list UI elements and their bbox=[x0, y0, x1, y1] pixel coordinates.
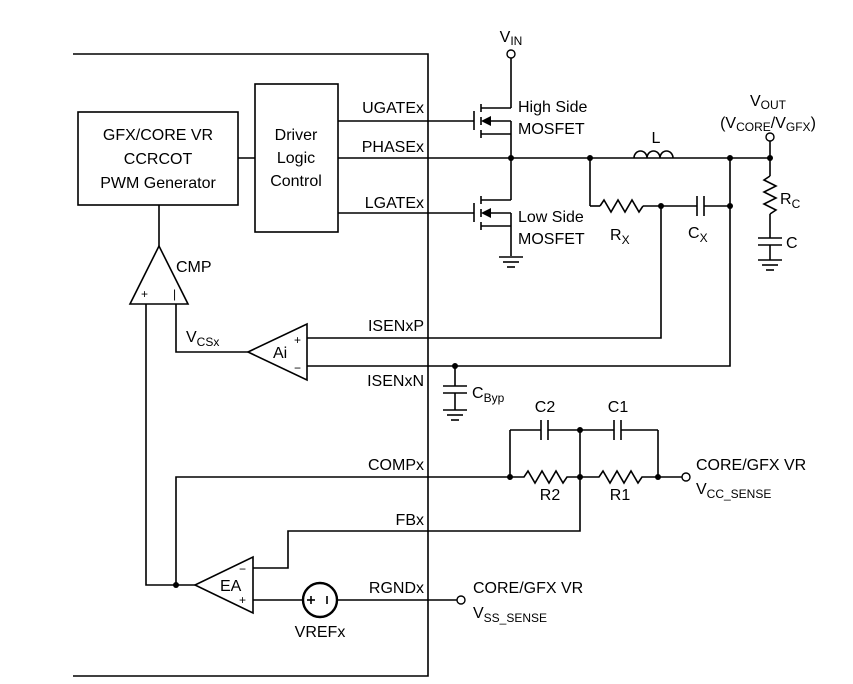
vcc-sense-label: VCC_SENSE bbox=[696, 481, 771, 501]
cbyp-ground-icon bbox=[443, 409, 467, 421]
ai-minus-sign: − bbox=[294, 361, 301, 375]
cmp-label: CMP bbox=[176, 259, 212, 276]
cmp-minus-sign: | bbox=[173, 287, 176, 301]
rx-label: RX bbox=[610, 227, 630, 247]
cbyp-label: CByp bbox=[472, 385, 505, 405]
resistor-rx bbox=[599, 198, 644, 214]
output-ground-icon bbox=[758, 259, 782, 271]
pwm-generator-line3: PWM Generator bbox=[100, 175, 216, 192]
capacitor-c2 bbox=[540, 420, 549, 440]
high-side-mosfet: High Side MOSFET bbox=[473, 58, 587, 158]
lgate-label: LGATEx bbox=[365, 195, 424, 212]
ugate-label: UGATEx bbox=[362, 100, 424, 117]
vout-label: VOUT bbox=[750, 93, 787, 112]
vcs-wire bbox=[175, 304, 248, 353]
comp-label: COMPx bbox=[368, 457, 424, 474]
ea-label: EA bbox=[220, 578, 242, 595]
low-side-label-line1: Low Side bbox=[518, 209, 584, 226]
ai-label: Ai bbox=[273, 345, 287, 362]
pwm-generator-line1: GFX/CORE VR bbox=[103, 127, 213, 144]
vout-paren-label: (VCORE/VGFX) bbox=[720, 115, 816, 134]
r1-label: R1 bbox=[610, 487, 631, 504]
vcs-label: VCSx bbox=[186, 329, 219, 349]
ai-plus-sign: + bbox=[294, 333, 301, 347]
low-side-label-line2: MOSFET bbox=[518, 231, 585, 248]
cx-label: CX bbox=[688, 225, 708, 245]
vss-sense-label: VSS_SENSE bbox=[473, 605, 547, 625]
vcc-sense-title: CORE/GFX VR bbox=[696, 457, 806, 474]
high-side-label-line2: MOSFET bbox=[518, 121, 585, 138]
driver-logic-block: Driver Logic Control bbox=[254, 83, 339, 233]
inductor-l: L bbox=[633, 130, 674, 159]
pwm-generator-block: GFX/CORE VR CCRCOT PWM Generator bbox=[77, 111, 239, 206]
capacitor-cx bbox=[696, 196, 705, 216]
ea-plus-sign: + bbox=[239, 593, 246, 607]
vref-source-icon bbox=[301, 581, 339, 619]
isenn-wire bbox=[307, 158, 731, 367]
cmp-plus-sign: + bbox=[141, 287, 148, 301]
capacitor-cbyp bbox=[443, 385, 467, 394]
ea-amplifier: EA − + bbox=[193, 555, 254, 615]
cmp-plus-wire bbox=[145, 304, 195, 586]
driver-line3: Control bbox=[270, 173, 322, 190]
vss-sense-title: CORE/GFX VR bbox=[473, 580, 583, 597]
driver-line1: Driver bbox=[275, 127, 318, 144]
c-label: C bbox=[786, 235, 798, 252]
isenp-wire bbox=[307, 206, 662, 339]
vin-terminal bbox=[506, 49, 516, 59]
inductor-label: L bbox=[652, 130, 661, 147]
capacitor-c1 bbox=[613, 420, 622, 440]
ai-amplifier: Ai + − bbox=[246, 322, 308, 382]
capacitor-c bbox=[758, 237, 782, 246]
vcc-sense-terminal bbox=[681, 472, 691, 482]
c2-label: C2 bbox=[535, 399, 556, 416]
low-side-mosfet: Low Side MOSFET bbox=[473, 158, 585, 256]
rgnd-label: RGNDx bbox=[369, 580, 424, 597]
c1-label: C1 bbox=[608, 399, 629, 416]
resistor-rc bbox=[762, 175, 778, 215]
vin-label: VIN bbox=[500, 29, 523, 48]
comp-wire bbox=[175, 476, 510, 585]
isenn-label: ISENxN bbox=[367, 373, 424, 390]
high-side-label-line1: High Side bbox=[518, 99, 587, 116]
cmp-comparator: + | CMP bbox=[128, 244, 212, 305]
fb-wire bbox=[253, 477, 581, 569]
fb-label: FBx bbox=[396, 512, 424, 529]
resistor-r2 bbox=[510, 469, 580, 485]
isenp-label: ISENxP bbox=[368, 318, 424, 335]
ic-boundary bbox=[73, 53, 429, 677]
r2-label: R2 bbox=[540, 487, 561, 504]
resistor-r1 bbox=[580, 469, 658, 485]
phase-label: PHASEx bbox=[362, 139, 424, 156]
ea-minus-sign: − bbox=[239, 562, 246, 576]
pwm-generator-line2: CCRCOT bbox=[124, 151, 193, 168]
low-side-ground-icon bbox=[499, 256, 523, 268]
vss-sense-terminal bbox=[456, 595, 466, 605]
vout-terminal bbox=[765, 132, 775, 142]
rc-label: RC bbox=[780, 191, 801, 211]
vref-label: VREFx bbox=[295, 624, 346, 641]
driver-line2: Logic bbox=[277, 150, 315, 167]
